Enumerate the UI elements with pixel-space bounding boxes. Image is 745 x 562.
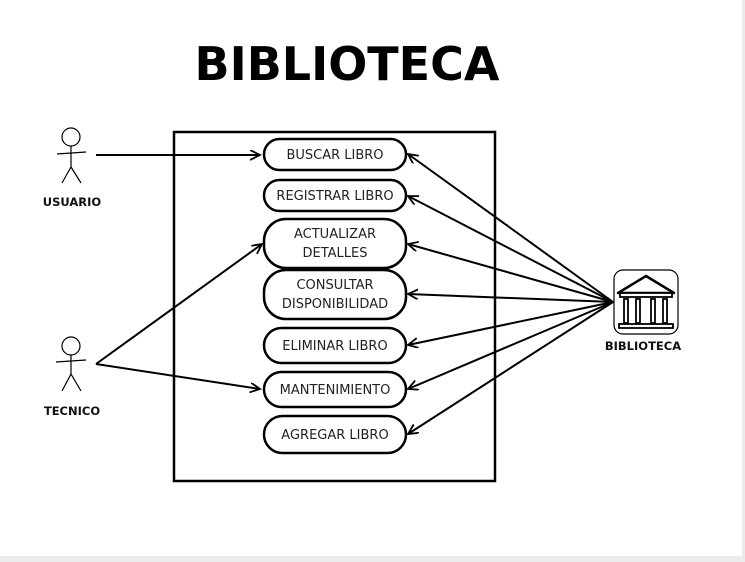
actor-tecnico[interactable] xyxy=(55,336,87,392)
use-case-buscar-libro[interactable]: BUSCAR LIBRO xyxy=(262,137,408,172)
use-case-label: ACTUALIZAR xyxy=(294,227,376,242)
use-case-label: MANTENIMIENTO xyxy=(280,383,391,398)
use-case-consultar-disponibilidad[interactable]: CONSULTAR DISPONIBILIDAD xyxy=(262,268,408,321)
stick-figure-icon xyxy=(61,336,81,356)
use-case-actualizar-detalles[interactable]: ACTUALIZAR DETALLES xyxy=(262,217,408,270)
actor-usuario[interactable] xyxy=(56,127,87,184)
actor-label-usuario: USUARIO xyxy=(43,195,102,209)
association-tecnico-mantenimiento xyxy=(95,363,260,389)
use-case-eliminar-libro[interactable]: ELIMINAR LIBRO xyxy=(262,326,408,365)
association-biblioteca-registrar xyxy=(408,196,614,303)
association-biblioteca-consultar xyxy=(408,294,614,303)
use-case-label: BUSCAR LIBRO xyxy=(286,148,383,163)
diagram-title: BIBLIOTECA xyxy=(195,37,500,91)
association-biblioteca-agregar xyxy=(408,301,614,434)
use-case-label: ELIMINAR LIBRO xyxy=(282,339,387,354)
use-case-mantenimiento[interactable]: MANTENIMIENTO xyxy=(262,370,408,409)
use-case-label: AGREGAR LIBRO xyxy=(281,428,388,443)
stick-figure-icon xyxy=(61,127,81,147)
use-case-label: DISPONIBILIDAD xyxy=(282,297,388,312)
association-biblioteca-eliminar xyxy=(408,301,614,345)
association-tecnico-actualizar xyxy=(95,244,262,365)
use-case-registrar-libro[interactable]: REGISTRAR LIBRO xyxy=(262,178,408,213)
library-building-icon[interactable] xyxy=(613,269,679,335)
association-biblioteca-mantenimiento xyxy=(408,301,614,389)
association-biblioteca-buscar xyxy=(408,154,614,303)
association-biblioteca-actualizar xyxy=(408,244,614,303)
actor-label-tecnico: TECNICO xyxy=(44,404,100,418)
use-case-label: REGISTRAR LIBRO xyxy=(276,189,393,204)
use-case-label: CONSULTAR xyxy=(296,278,373,293)
use-case-agregar-libro[interactable]: AGREGAR LIBRO xyxy=(262,414,408,455)
actor-label-biblioteca: BIBLIOTECA xyxy=(605,339,681,353)
use-case-label: DETALLES xyxy=(303,246,368,261)
